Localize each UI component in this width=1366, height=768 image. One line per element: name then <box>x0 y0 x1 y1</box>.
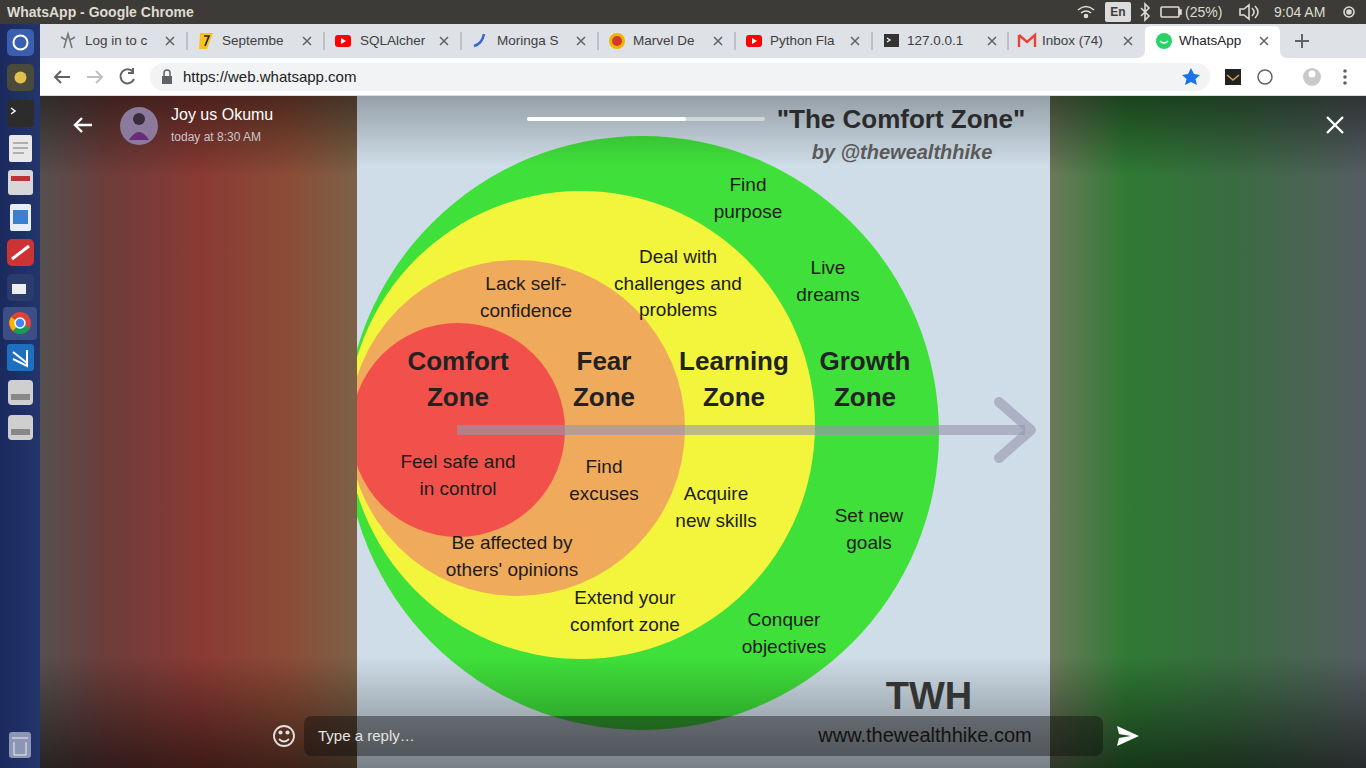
toolbar <box>40 58 1366 96</box>
zone-fill <box>357 136 939 730</box>
zone-node: Growth Zone Find purposeLive dreamsSet ne… <box>357 136 939 730</box>
tab-favicons <box>61 33 1172 49</box>
growth-zone-circle <box>357 136 939 730</box>
tab-title: WhatsApp <box>1179 33 1241 49</box>
zone-note: Deal with challenges and problems <box>605 244 751 324</box>
status-time: today at 8:30 AM <box>171 130 261 144</box>
zone-node: Comfort ZoneFeel safe and in control <box>357 323 565 537</box>
zone-note: Conquer objectives <box>732 607 836 660</box>
tab-title: Moringa S <box>497 33 559 49</box>
window-title: WhatsApp - Google Chrome <box>7 4 194 21</box>
avatar <box>120 107 158 145</box>
zone-title: Growth Zone <box>803 343 928 416</box>
zone-node: Learning Zone Deal with challenges and pr… <box>357 191 815 659</box>
status-image: Growth Zone Find purposeLive dreamsSet ne… <box>357 96 1050 768</box>
zone-note: Lack self-confidence <box>451 271 601 324</box>
reply-placeholder: Type a reply… <box>318 727 415 745</box>
contact-name: Joy us Okumu <box>171 105 273 124</box>
close-icon <box>1327 117 1343 133</box>
zone-note: Be affected by others' opinions <box>442 530 582 583</box>
zone-note: Feel safe and in control <box>394 449 522 502</box>
tab-separators <box>187 32 1008 50</box>
author-credit: by @thewealthhike <box>812 140 993 164</box>
watermark-url: www.thewealthhike.com <box>818 723 1031 747</box>
tab-title: Septembe <box>222 33 284 49</box>
zone-note: Live dreams <box>787 255 869 308</box>
omnibox <box>150 63 1210 91</box>
zone-title: Fear Zone <box>563 343 645 416</box>
tab-title: SQLAlcher <box>360 33 425 49</box>
zone-note: Set new goals <box>826 503 912 556</box>
keyboard-layout: En <box>1110 5 1125 19</box>
zone-title: Learning Zone <box>669 343 799 416</box>
tab-strip <box>40 24 1366 58</box>
back-icon <box>75 118 92 132</box>
zone-note: Find excuses <box>563 454 645 507</box>
progress-bar <box>527 117 686 121</box>
toolbar-icons <box>55 68 1347 86</box>
tab-title: Inbox (74) <box>1042 33 1103 49</box>
launcher <box>0 24 40 768</box>
tab-title: Marvel De <box>633 33 695 49</box>
zone-fill <box>357 260 685 596</box>
tab-title: Python Fla <box>770 33 835 49</box>
zone-fill <box>357 323 565 537</box>
zone-node: Fear Zone Lack self-confidenceFind excuse… <box>357 260 685 596</box>
active-tab <box>1137 26 1288 58</box>
zone-note: Find purpose <box>707 172 789 225</box>
emoji-icon <box>274 726 294 746</box>
zone-note: Extend your comfort zone <box>563 585 688 638</box>
reply-box <box>304 716 1103 756</box>
zone-fill <box>357 191 815 659</box>
progress-track <box>527 117 765 121</box>
tab-title: 127.0.0.1 <box>907 33 963 49</box>
clock: 9:04 AM <box>1274 4 1325 21</box>
image-title: "The Comfort Zone" <box>777 104 1026 135</box>
battery-level: (25%) <box>1185 4 1222 21</box>
zone-note: Acquire new skills <box>666 481 766 534</box>
url: https://web.whatsapp.com <box>183 68 356 86</box>
launcher-icons <box>3 29 37 758</box>
system-icons <box>1078 2 1354 22</box>
system-bar <box>0 0 1366 24</box>
tab-close-icons <box>166 34 1309 48</box>
zone-title: Comfort Zone <box>397 343 519 416</box>
tab-title: Log in to c <box>85 33 147 49</box>
watermark-logo: TWH <box>886 674 973 720</box>
send-icon <box>1117 726 1139 746</box>
